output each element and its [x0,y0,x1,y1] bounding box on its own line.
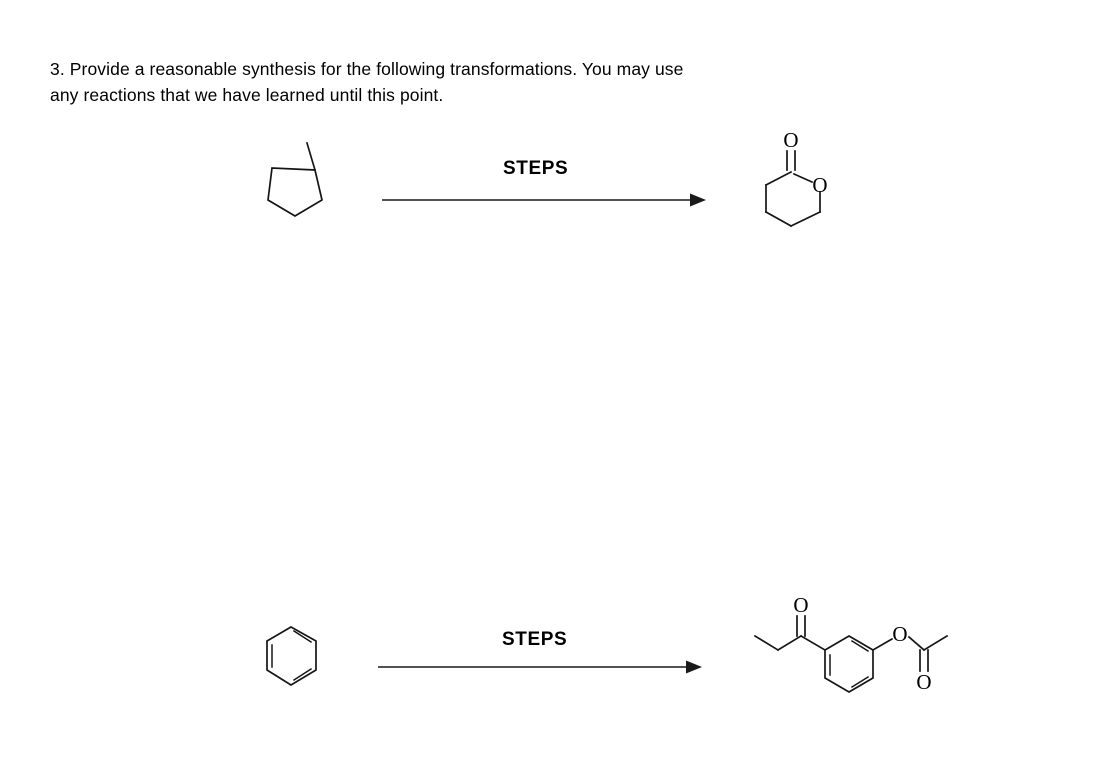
question-prompt: 3. Provide a reasonable synthesis for th… [50,56,930,108]
reaction-arrow-1 [380,188,710,212]
product-delta-valerolactone: O O [750,120,855,240]
ester-ether-oxygen-label: O [892,622,907,646]
carbonyl-oxygen-label-1: O [783,128,798,152]
reactant-methylcyclopentane [250,130,340,225]
steps-label-1: STEPS [503,158,569,179]
question-line-2: any reactions that we have learned until… [50,85,444,105]
product-propionylphenyl-acetate: O O O [745,592,965,712]
reaction-arrow-2 [376,655,706,679]
ring-oxygen-label-1: O [812,173,827,197]
ester-carbonyl-oxygen-label: O [916,670,931,694]
reactant-benzene [258,618,328,698]
ketone-oxygen-label: O [793,593,808,617]
question-line-1: 3. Provide a reasonable synthesis for th… [50,59,684,79]
steps-label-2: STEPS [502,629,568,650]
